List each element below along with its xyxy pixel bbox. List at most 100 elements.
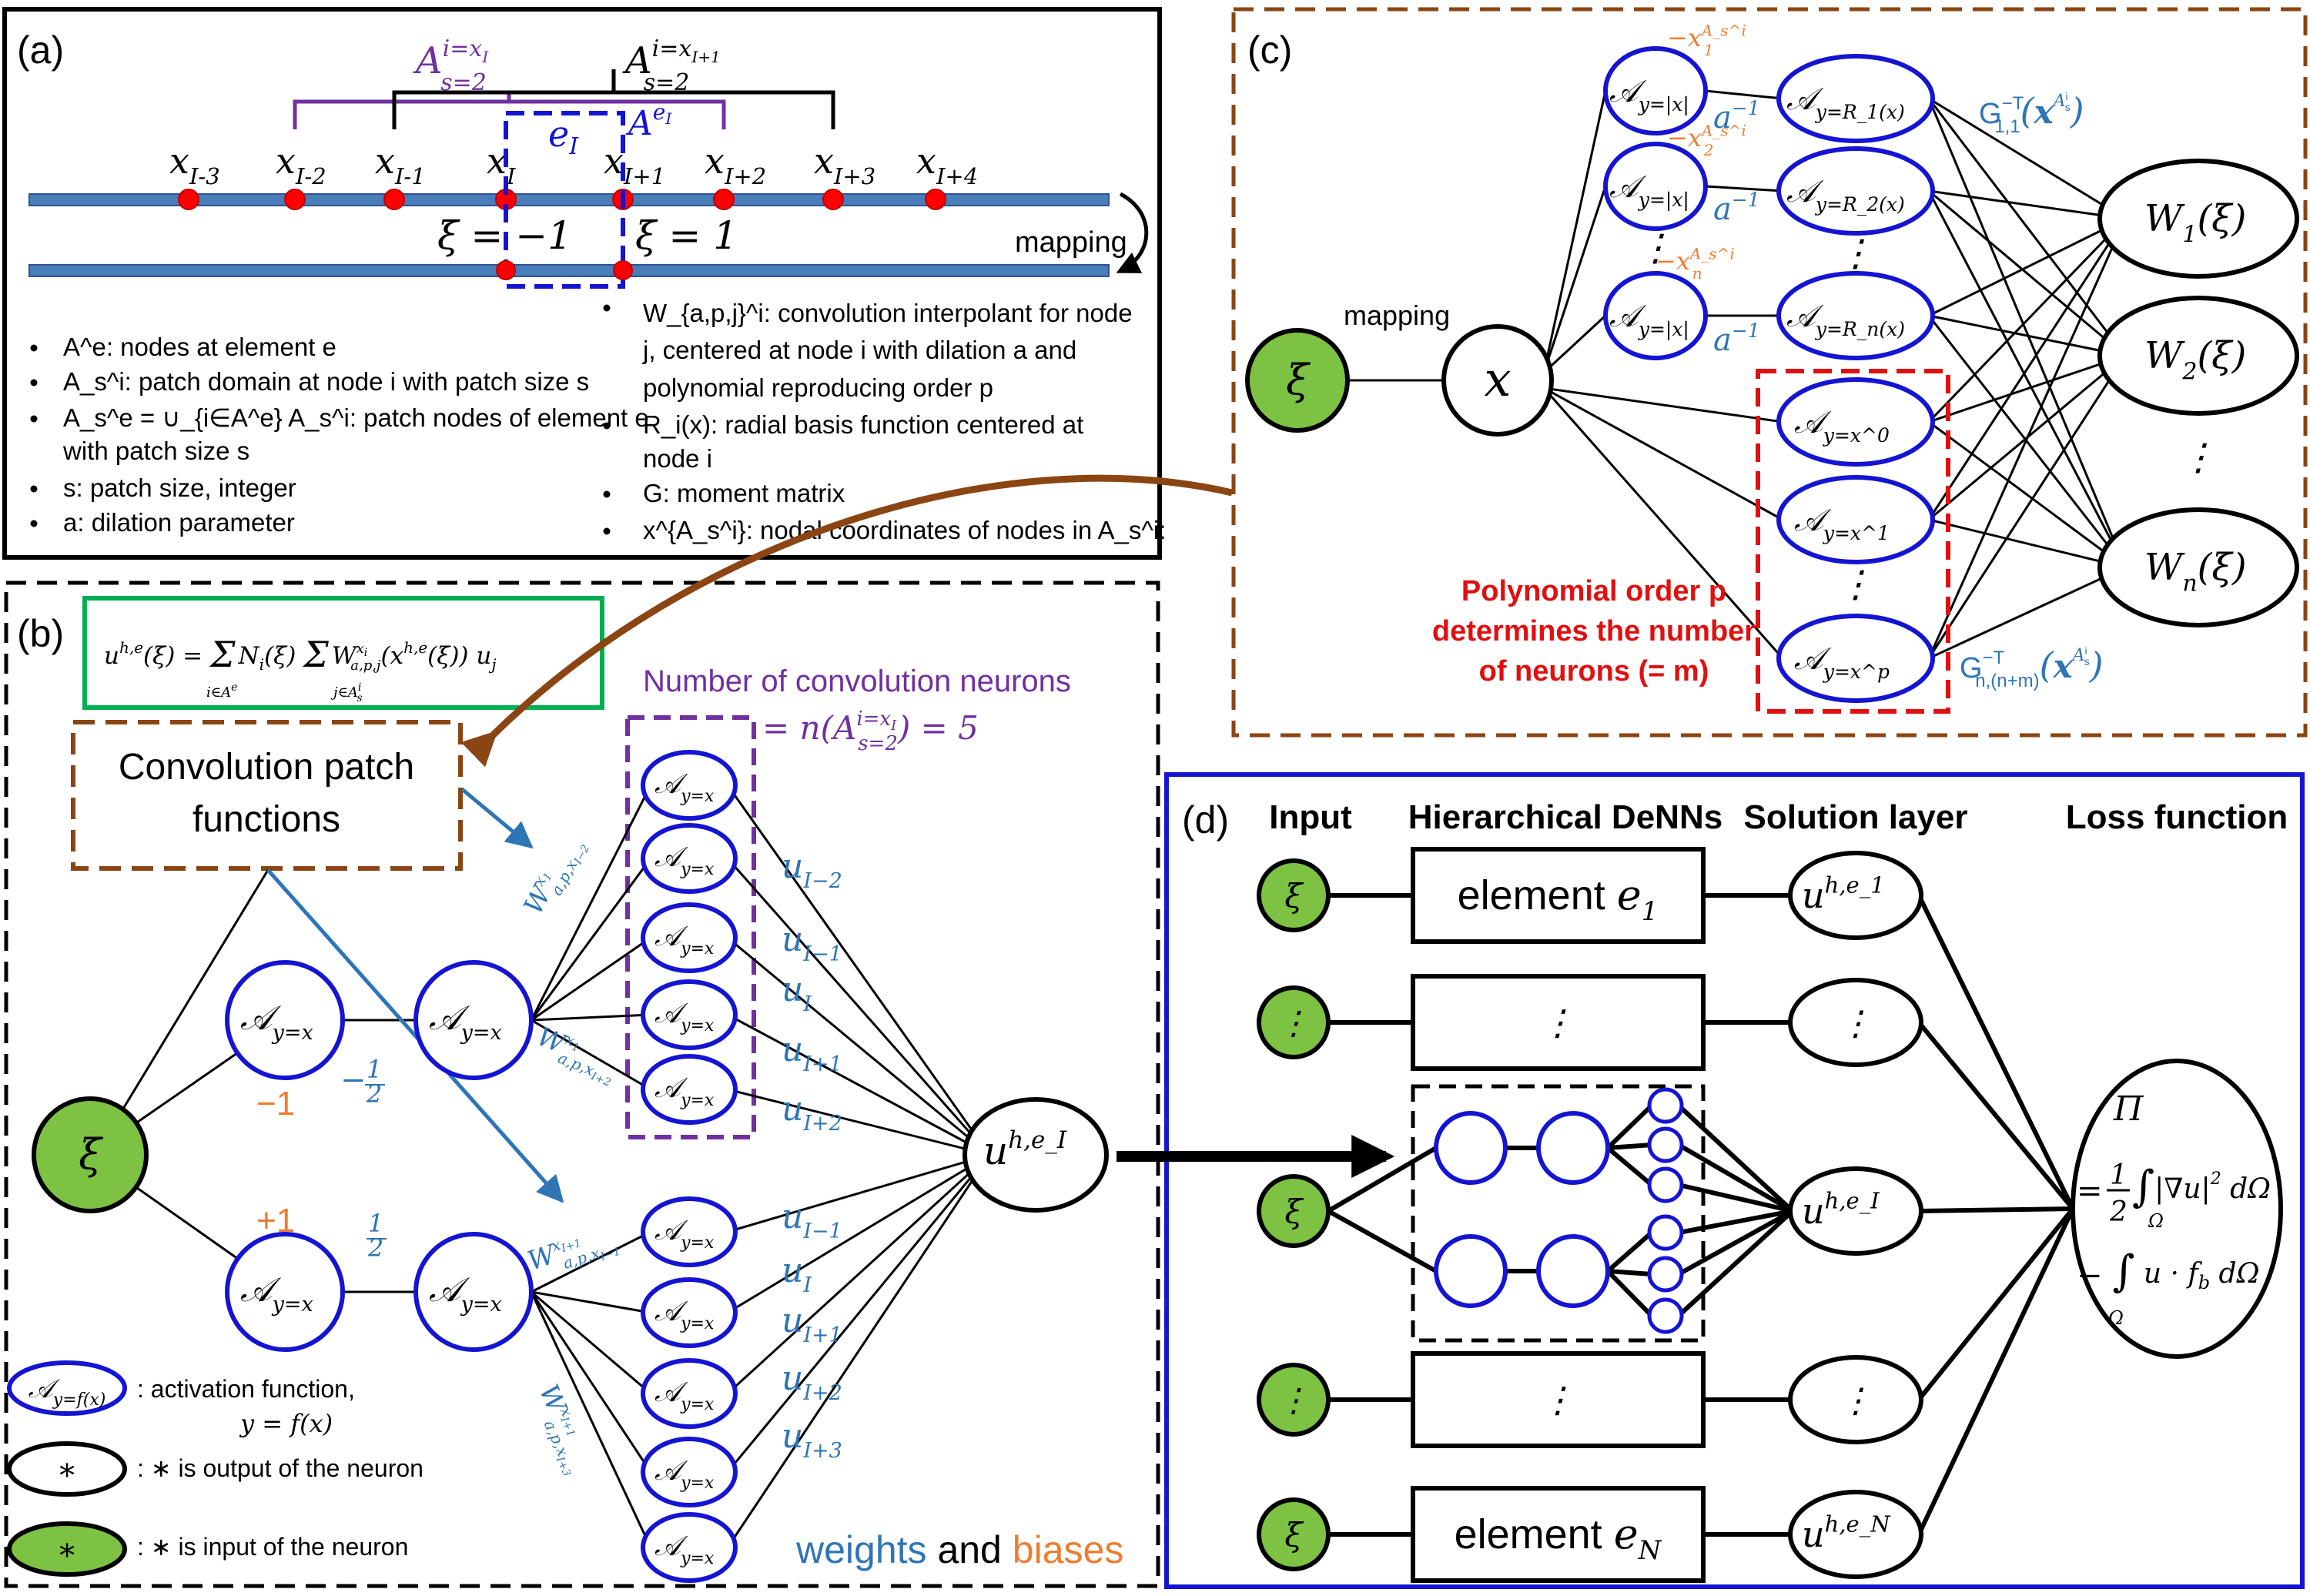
- u-bot-0: uI−1: [782, 1197, 842, 1243]
- loss-omega1: Ω: [2148, 1210, 2164, 1232]
- bullet-left-3: with patch size s: [62, 437, 249, 465]
- weight-minus-half: −: [340, 1062, 367, 1098]
- edge-x-poly-1: [1543, 386, 1783, 521]
- node-dot-7: [925, 189, 946, 210]
- mapping-label-a: mapping: [1015, 226, 1127, 259]
- xi-plus-label: ξ = 1: [635, 213, 738, 258]
- edge-xi-patchbox: [122, 869, 270, 1109]
- d-mini-small-neuron-3: [1647, 1214, 1684, 1251]
- d-edge-sol-loss-0: [1917, 894, 2075, 1210]
- edge-hidden-out-2-1: [1928, 314, 2126, 357]
- dilation-label-0: a−1: [1713, 97, 1760, 136]
- w-bot-a: WxI+1a,p,xI−1: [524, 1218, 622, 1285]
- edge-convtop-out-1: [726, 858, 991, 1156]
- node-label-6: xI+3: [814, 140, 875, 189]
- panel-a-frame: [2, 7, 1162, 560]
- d-mini-top-2: [1606, 1146, 1653, 1187]
- weight-out-label-2: Wn(ξ): [2144, 546, 2247, 597]
- legend-input-star: ∗: [56, 1532, 77, 1568]
- equation-sum1-index: i∈Ae: [206, 681, 237, 701]
- conv-neuron-0: [641, 750, 738, 821]
- header-loss: Loss function: [2066, 798, 2288, 836]
- edge-hidden-out-1-1: [1928, 189, 2126, 357]
- bullet-dot-right-0: [603, 304, 611, 312]
- bullet-left-4: s: patch size, integer: [63, 473, 296, 502]
- d-mini-small-neuron-0: [1647, 1087, 1684, 1124]
- node-dot-6: [822, 189, 844, 210]
- edge-a2bot-conv-1: [531, 1290, 651, 1314]
- input-xi-node: [32, 1096, 149, 1213]
- edge-convbot-out-1: [727, 1153, 990, 1314]
- d-element-box-2: [1411, 1351, 1706, 1448]
- weight-out-node-2: [2097, 507, 2299, 627]
- d-mini-small-neuron-1: [1647, 1126, 1684, 1163]
- d-solution-node-3: [1788, 1355, 1923, 1444]
- bullet-dot-left-1: [30, 379, 38, 386]
- rbf-node-label-2: 𝒜y=R_n(x): [1786, 299, 1905, 340]
- edge-x-abs-2: [1542, 314, 1607, 374]
- conv-neuron-2: [641, 902, 738, 973]
- edge-a2top-conv-0: [530, 785, 652, 1021]
- link-arrow-b-to-c: [460, 474, 1234, 768]
- patch-brace-right: [392, 69, 835, 129]
- d-input-label-2: ξ: [1284, 1193, 1304, 1230]
- d-solution-label-1: ⋮: [1839, 1004, 1873, 1043]
- edge-a2bot-conv-2: [531, 1290, 651, 1395]
- edge-a2bot-conv-0: [531, 1230, 651, 1293]
- edge-a2top-conv-1: [530, 858, 652, 1021]
- u-top-1: uI−1: [782, 920, 842, 966]
- d-input-label-1: ⋮: [1277, 1004, 1310, 1042]
- edge-a2top-conv-2: [531, 936, 651, 1022]
- u-top-4: uI+2: [782, 1089, 842, 1136]
- rbf-node-2: [1776, 271, 1935, 360]
- u-bot-3: uI+2: [782, 1359, 842, 1405]
- w-top-b: Wx1a,p,xI+2: [530, 1019, 624, 1089]
- loss-omega2: Ω: [2107, 1307, 2124, 1329]
- d-mini-top-0: [1605, 1103, 1654, 1150]
- node-label-3: xI: [487, 140, 516, 189]
- node-label-0: xI-3: [169, 140, 220, 189]
- edge-hidden-out-0-2: [1927, 98, 2127, 568]
- d-element-label-2: ⋮: [1540, 1379, 1575, 1420]
- node-label-7: xI+4: [916, 140, 978, 189]
- header-solution: Solution layer: [1744, 798, 1968, 836]
- edge-a2bot-conv-4: [530, 1291, 652, 1548]
- d-mini-neuron-2: [1536, 1111, 1610, 1185]
- weight-out-label-1: W2(ξ): [2144, 334, 2246, 385]
- bullet-right-0: W_{a,p,j}^i: convolution interpolant for…: [643, 299, 1133, 327]
- d-solution-label-0: uh,e_1: [1802, 872, 1885, 916]
- conv-neuron-4: [641, 1054, 738, 1125]
- act-node-3: [413, 1232, 534, 1352]
- d-mini-neuron-1: [1434, 1234, 1508, 1308]
- legend-output-ellipse: [7, 1441, 127, 1497]
- d-mini-top-1: [1607, 1143, 1652, 1150]
- legend-input-ellipse: [7, 1521, 127, 1577]
- conv-neuron-8: [641, 1437, 738, 1507]
- act-node-0: [225, 960, 345, 1080]
- header-denns: Hierarchical DeNNs: [1408, 798, 1722, 836]
- legend-output-text: : ∗ is output of the neuron: [137, 1454, 424, 1482]
- panel-a-label: (a): [17, 28, 64, 72]
- panel-c-frame: [1231, 7, 2308, 738]
- d-mini-out-1: [1677, 1143, 1794, 1213]
- footer-weights-biases: weights and biases: [795, 1528, 1123, 1571]
- edge-convtop-out-4: [727, 1088, 990, 1156]
- poly-node-0: [1776, 377, 1935, 467]
- d-mini-out-3: [1678, 1209, 1793, 1235]
- legend-act-text2: y = f(x): [239, 1409, 333, 1438]
- edge-hidden-out-1-0: [1928, 189, 2126, 220]
- bullet-dot-left-2: [30, 415, 38, 423]
- edge-x-poly-2: [1542, 387, 1784, 659]
- edge-convbot-out-2: [726, 1153, 991, 1395]
- poly-node-2: [1776, 614, 1935, 703]
- d-input-label-0: ξ: [1284, 877, 1304, 915]
